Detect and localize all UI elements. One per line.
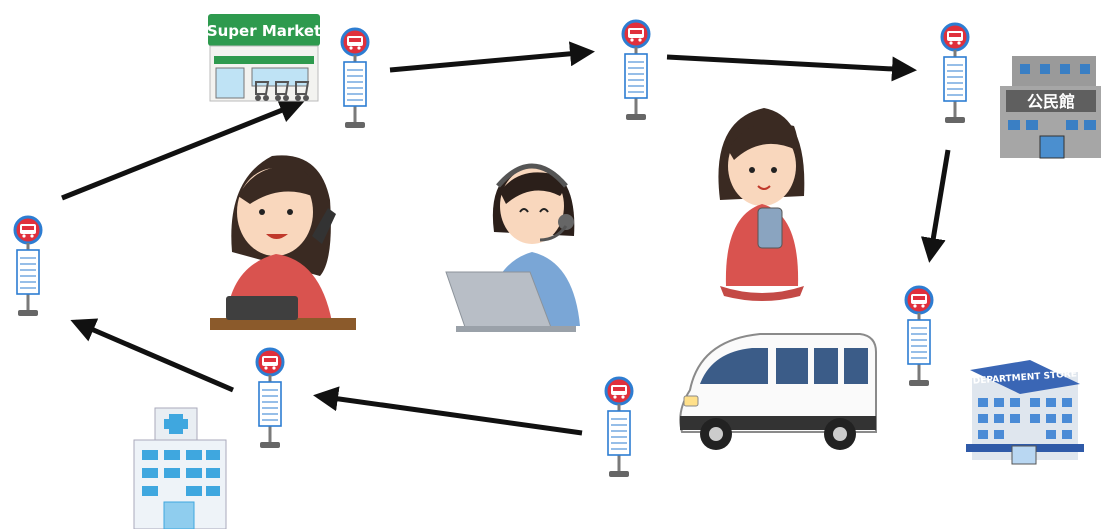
bus-stop-icon-5 bbox=[904, 285, 934, 388]
route-arrows bbox=[61, 41, 951, 436]
arrow-stop7-to-stop1 bbox=[70, 318, 234, 393]
operator-laptop-icon bbox=[445, 163, 580, 332]
department-store-icon: DEPARTMENT STORE bbox=[966, 360, 1084, 465]
bus-stop-icon-6 bbox=[604, 376, 634, 479]
minibus-icon bbox=[679, 333, 877, 450]
supermarket-icon: Super Market bbox=[207, 14, 321, 102]
supermarket-sign: Super Market bbox=[207, 22, 321, 40]
arrow-stop6-to-stop7 bbox=[313, 386, 583, 436]
bus-stop-icon-1 bbox=[13, 215, 43, 318]
arrow-stop4-to-stop5 bbox=[920, 149, 951, 263]
bus-stop-icon-2 bbox=[340, 27, 370, 130]
bus-stop-icon-7 bbox=[255, 347, 285, 450]
woman-smartphone-icon bbox=[718, 108, 805, 301]
arrow-stop3-to-stop4 bbox=[666, 54, 917, 82]
community-hall-sign: 公民館 bbox=[1027, 92, 1075, 111]
arrow-stop1-to-supermarket bbox=[61, 98, 305, 201]
woman-phone-icon bbox=[210, 155, 356, 330]
arrow-supermarket-to-stop3 bbox=[389, 41, 595, 73]
community-hall-icon: 公民館 bbox=[1000, 56, 1101, 159]
bus-stop-icon-3 bbox=[621, 19, 651, 122]
bus-stop-icon-4 bbox=[940, 22, 970, 125]
hospital-icon bbox=[133, 407, 227, 529]
